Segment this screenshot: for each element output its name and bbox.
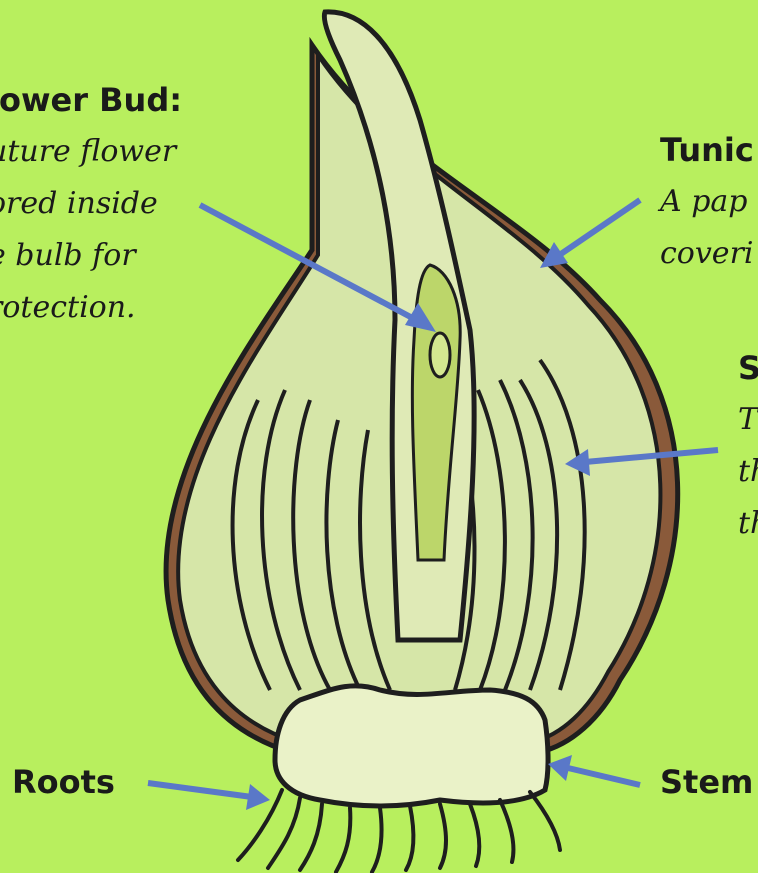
flower-bud-line-4: rotection. xyxy=(0,282,182,334)
scales-title: S xyxy=(738,342,758,394)
roots-arrowhead xyxy=(246,784,270,810)
flower-bud-line-2: ored inside xyxy=(0,178,182,230)
tunic-title: Tunic xyxy=(660,124,754,176)
tunic-arrow xyxy=(555,200,640,258)
scales-label: S T th th xyxy=(738,342,758,550)
bud-core xyxy=(430,333,450,377)
flower-bud-line-3: e bulb for xyxy=(0,230,182,282)
stem-arrow xyxy=(568,768,640,785)
scales-line-3: th xyxy=(738,498,758,550)
roots-title: Roots xyxy=(12,756,115,808)
scales-line-1: T xyxy=(738,394,758,446)
stem-title: Stem xyxy=(660,756,753,808)
roots-arrow xyxy=(148,783,252,797)
stem-label: Stem xyxy=(660,756,753,808)
tunic-line-2: coveri xyxy=(660,228,754,280)
tunic-label: Tunic A pap coveri xyxy=(660,124,754,280)
tunic-line-1: A pap xyxy=(660,176,754,228)
basal-plate-stem xyxy=(275,686,548,806)
roots-label: Roots xyxy=(12,756,115,808)
flower-bud-label: lower Bud: uture flower ored inside e bu… xyxy=(0,74,182,334)
stem-arrowhead xyxy=(548,755,572,781)
scales-line-2: th xyxy=(738,446,758,498)
flower-bud-line-1: uture flower xyxy=(0,126,182,178)
flower-bud-title: lower Bud: xyxy=(0,74,182,126)
